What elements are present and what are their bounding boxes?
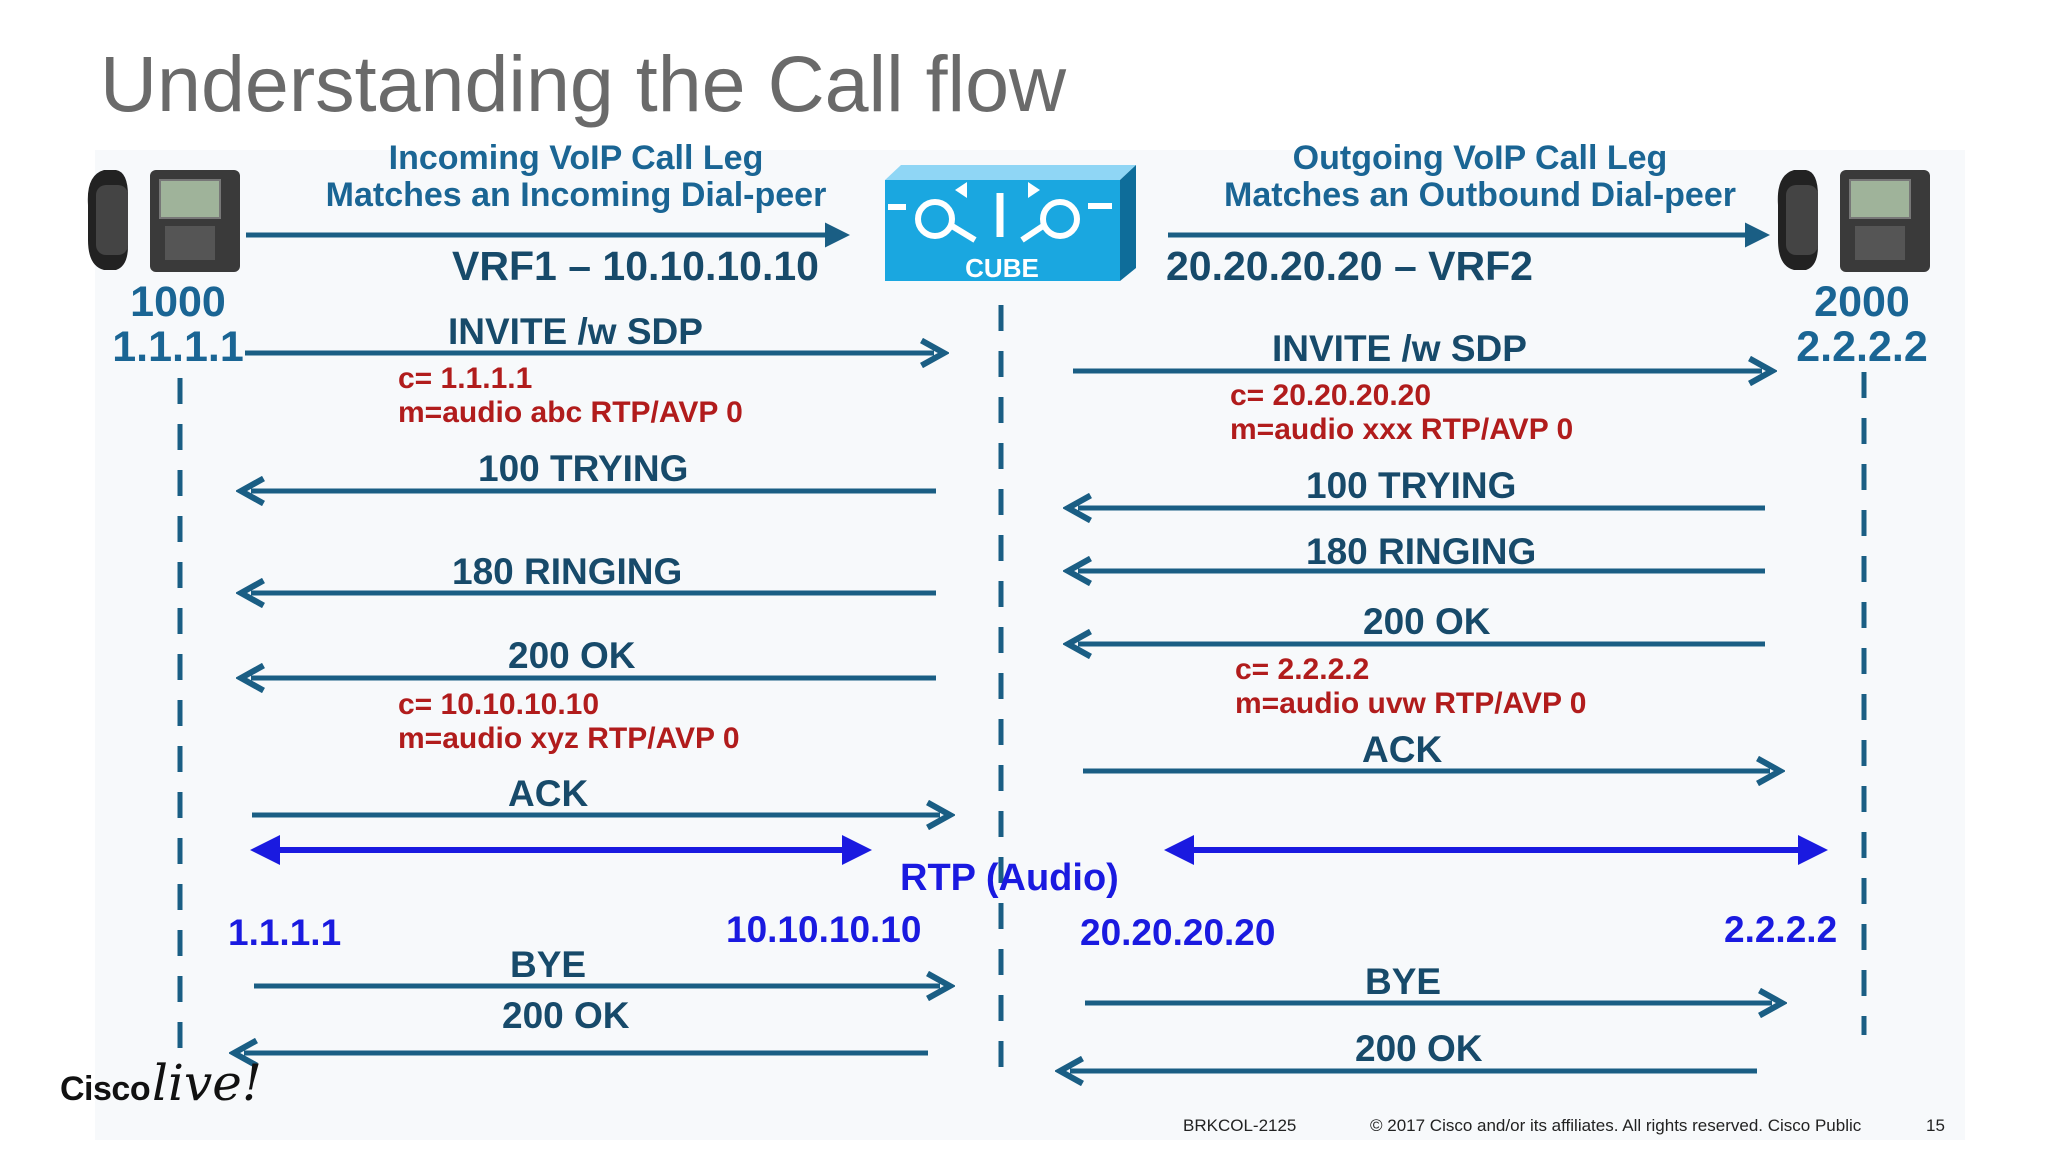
endpoint-left-number: 1000	[130, 278, 226, 326]
right-invite-label: INVITE /w SDP	[1272, 328, 1527, 369]
outgoing-leg-header: Outgoing VoIP Call Leg Matches an Outbou…	[1200, 140, 1760, 214]
right-invite-sdp-m: m=audio xxx RTP/AVP 0	[1230, 413, 1574, 446]
right-bye-ok-label: 200 OK	[1355, 1028, 1483, 1069]
outgoing-leg-header-line2: Matches an Outbound Dial-peer	[1224, 176, 1736, 214]
copyright: © 2017 Cisco and/or its affiliates. All …	[1370, 1116, 1862, 1135]
rtp-right-a-ip: 20.20.20.20	[1080, 912, 1276, 953]
right-ok-label: 200 OK	[1363, 601, 1491, 642]
session-id: BRKCOL-2125	[1183, 1116, 1297, 1135]
right-ok-sdp: c= 2.2.2.2 m=audio uvw RTP/AVP 0	[1235, 653, 1586, 721]
rtp-right-b-ip: 2.2.2.2	[1724, 909, 1838, 950]
incoming-leg-header-line2: Matches an Incoming Dial-peer	[325, 176, 827, 214]
ip-phone-left-icon	[87, 170, 240, 272]
brand-live: live!	[152, 1054, 262, 1112]
left-invite-label: INVITE /w SDP	[448, 311, 703, 352]
right-trying-label: 100 TRYING	[1306, 465, 1517, 506]
left-trying-label: 100 TRYING	[478, 448, 689, 489]
endpoint-right-ip: 2.2.2.2	[1796, 323, 1928, 371]
vrf2-label: 20.20.20.20 – VRF2	[1166, 243, 1533, 289]
endpoint-right-number: 2000	[1814, 278, 1910, 326]
right-invite-sdp: c= 20.20.20.20 m=audio xxx RTP/AVP 0	[1230, 379, 1573, 447]
left-invite-sdp-m: m=audio abc RTP/AVP 0	[398, 396, 743, 429]
cube-label: CUBE	[965, 253, 1039, 283]
rtp-label: RTP (Audio)	[900, 857, 1119, 899]
endpoint-right: 2000 2.2.2.2	[1772, 280, 1952, 370]
left-ok-sdp: c= 10.10.10.10 m=audio xyz RTP/AVP 0	[398, 688, 740, 756]
rtp-left-a-ip: 1.1.1.1	[228, 912, 342, 953]
right-bye-label: BYE	[1365, 961, 1442, 1002]
endpoint-left-ip: 1.1.1.1	[112, 323, 244, 371]
right-ok-sdp-m: m=audio uvw RTP/AVP 0	[1235, 687, 1587, 720]
left-ringing-label: 180 RINGING	[452, 551, 683, 592]
right-ok-sdp-c: c= 2.2.2.2	[1235, 653, 1370, 686]
incoming-leg-header-line1: Incoming VoIP Call Leg	[388, 139, 764, 177]
left-bye-ok-label: 200 OK	[502, 995, 630, 1036]
right-ack-label: ACK	[1362, 729, 1443, 770]
page-number: 15	[1926, 1116, 1945, 1135]
left-invite-sdp-c: c= 1.1.1.1	[398, 362, 533, 395]
left-ack-label: ACK	[508, 773, 589, 814]
left-invite-sdp: c= 1.1.1.1 m=audio abc RTP/AVP 0	[398, 362, 743, 430]
left-ok-sdp-c: c= 10.10.10.10	[398, 688, 600, 721]
vrf1-label: VRF1 – 10.10.10.10	[452, 243, 819, 289]
page-title: Understanding the Call flow	[100, 39, 1067, 128]
outgoing-leg-header-line1: Outgoing VoIP Call Leg	[1292, 139, 1668, 177]
endpoint-left: 1000 1.1.1.1	[88, 280, 268, 370]
rtp-left-b-ip: 10.10.10.10	[726, 909, 922, 950]
left-ok-label: 200 OK	[508, 635, 636, 676]
right-invite-sdp-c: c= 20.20.20.20	[1230, 379, 1432, 412]
left-ok-sdp-m: m=audio xyz RTP/AVP 0	[398, 722, 740, 755]
incoming-leg-header: Incoming VoIP Call Leg Matches an Incomi…	[296, 140, 856, 214]
right-ringing-label: 180 RINGING	[1306, 531, 1537, 572]
cube-router-icon	[885, 165, 1136, 281]
brand-cisco: Cisco	[60, 1070, 151, 1108]
left-bye-label: BYE	[510, 944, 587, 985]
ip-phone-right-icon	[1777, 170, 1930, 272]
